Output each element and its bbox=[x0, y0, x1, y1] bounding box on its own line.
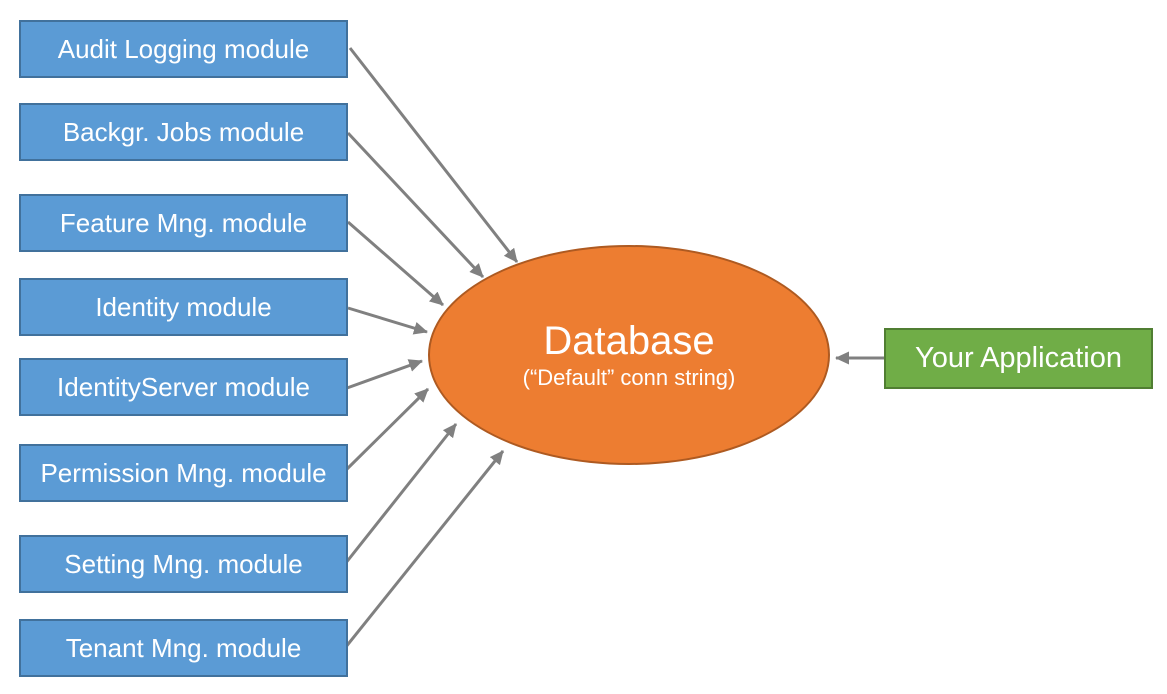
module-box-setting-mng-module: Setting Mng. module bbox=[19, 535, 348, 593]
module-box-identity-module: Identity module bbox=[19, 278, 348, 336]
module-box-tenant-mng-module: Tenant Mng. module bbox=[19, 619, 348, 677]
module-box-permission-mng-module: Permission Mng. module bbox=[19, 444, 348, 502]
module-box-backgr-jobs-module: Backgr. Jobs module bbox=[19, 103, 348, 161]
connector-arrow-4 bbox=[347, 306, 428, 335]
module-label: Audit Logging module bbox=[57, 33, 310, 64]
module-box-identityserver-module: IdentityServer module bbox=[19, 358, 348, 416]
connector-arrow-5 bbox=[346, 359, 423, 390]
module-label: Setting Mng. module bbox=[64, 548, 303, 579]
connector-arrow-1 bbox=[348, 47, 519, 263]
your-application-label: Your Application bbox=[915, 342, 1122, 374]
module-label: IdentityServer module bbox=[57, 371, 310, 402]
module-box-feature-mng-module: Feature Mng. module bbox=[19, 194, 348, 252]
database-title: Database bbox=[543, 318, 715, 363]
module-label: Feature Mng. module bbox=[59, 207, 308, 238]
connector-arrow-8 bbox=[343, 450, 505, 649]
module-label: Tenant Mng. module bbox=[65, 632, 302, 663]
connector-arrow-3 bbox=[347, 220, 444, 307]
module-label: Identity module bbox=[95, 291, 272, 322]
module-label: Backgr. Jobs module bbox=[62, 116, 305, 147]
module-label: Permission Mng. module bbox=[40, 457, 327, 488]
connector-arrow-6 bbox=[344, 387, 430, 472]
your-application-box: Your Application bbox=[884, 328, 1153, 389]
connector-arrow-2 bbox=[346, 131, 485, 279]
module-box-audit-logging-module: Audit Logging module bbox=[19, 20, 348, 78]
database-ellipse: Database (“Default” conn string) bbox=[428, 245, 830, 465]
database-subtitle: (“Default” conn string) bbox=[522, 364, 736, 390]
connector-arrow-7 bbox=[343, 423, 458, 565]
